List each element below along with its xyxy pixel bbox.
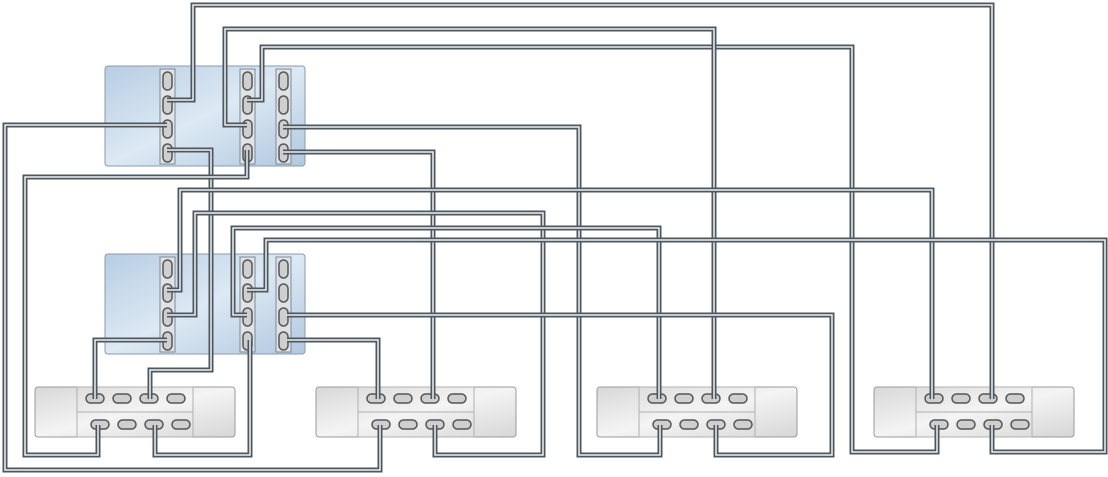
cable-inner [232, 227, 660, 399]
cable [283, 124, 663, 458]
devices [34, 65, 1075, 438]
shelf-port [447, 393, 467, 404]
cable [2, 122, 383, 473]
cable-inner [167, 189, 933, 399]
shelf-port [951, 393, 971, 404]
disk-shelf-4 [873, 386, 1075, 438]
cable-inner [154, 340, 251, 456]
disk-shelf-1 [34, 386, 236, 438]
disk-shelf-3 [596, 386, 798, 438]
controller-port [278, 95, 289, 115]
cable [152, 340, 253, 458]
shelf-port [733, 419, 753, 430]
shelf-port [117, 419, 137, 430]
cable-inner [287, 339, 379, 399]
shelf-port [393, 393, 413, 404]
cable [92, 337, 167, 399]
cable [222, 26, 717, 399]
shelf-port [674, 393, 694, 404]
port-column [159, 68, 176, 165]
shelf-port [679, 419, 699, 430]
controller-port [242, 71, 253, 91]
cable [147, 147, 214, 399]
controller-port [162, 71, 173, 91]
shelf-port [112, 393, 132, 404]
cable [230, 225, 662, 399]
cable-inner [167, 212, 544, 456]
shelf-port [171, 419, 191, 430]
port-column [275, 256, 292, 353]
shelf-port [1010, 419, 1030, 430]
controller-port [162, 143, 173, 163]
shelf-port [1005, 393, 1025, 404]
controller-port [278, 331, 289, 351]
cable-inner [247, 46, 938, 453]
cable [287, 337, 381, 399]
shelf-port [420, 393, 440, 404]
cable-inner [247, 239, 1106, 453]
controller-port [278, 283, 289, 303]
cable [247, 44, 940, 455]
controller-port [278, 307, 289, 327]
port-column [159, 256, 176, 353]
controller-port [162, 259, 173, 279]
shelf-port [728, 393, 748, 404]
cable-inner [24, 150, 248, 456]
controller-port [162, 283, 173, 303]
cable-inner [4, 124, 381, 471]
shelf-port [398, 419, 418, 430]
cable-inner [287, 314, 833, 456]
cable [167, 187, 935, 399]
port-column [275, 68, 292, 165]
controller-port [278, 71, 289, 91]
cable [247, 237, 1108, 455]
cable [167, 210, 546, 458]
shelf-port [956, 419, 976, 430]
shelf-port [452, 419, 472, 430]
controller-port [242, 259, 253, 279]
shelf-port [166, 393, 186, 404]
cable-inner [167, 4, 993, 399]
cable-inner [149, 149, 212, 399]
controller-port [242, 283, 253, 303]
cable [167, 2, 995, 399]
disk-shelf-2 [315, 386, 517, 438]
cable [22, 150, 250, 458]
cable [287, 312, 835, 458]
shelf-port [701, 393, 721, 404]
cable-inner [94, 339, 167, 399]
cable-inner [224, 28, 715, 399]
controller-port [278, 259, 289, 279]
cable-inner [283, 126, 661, 456]
